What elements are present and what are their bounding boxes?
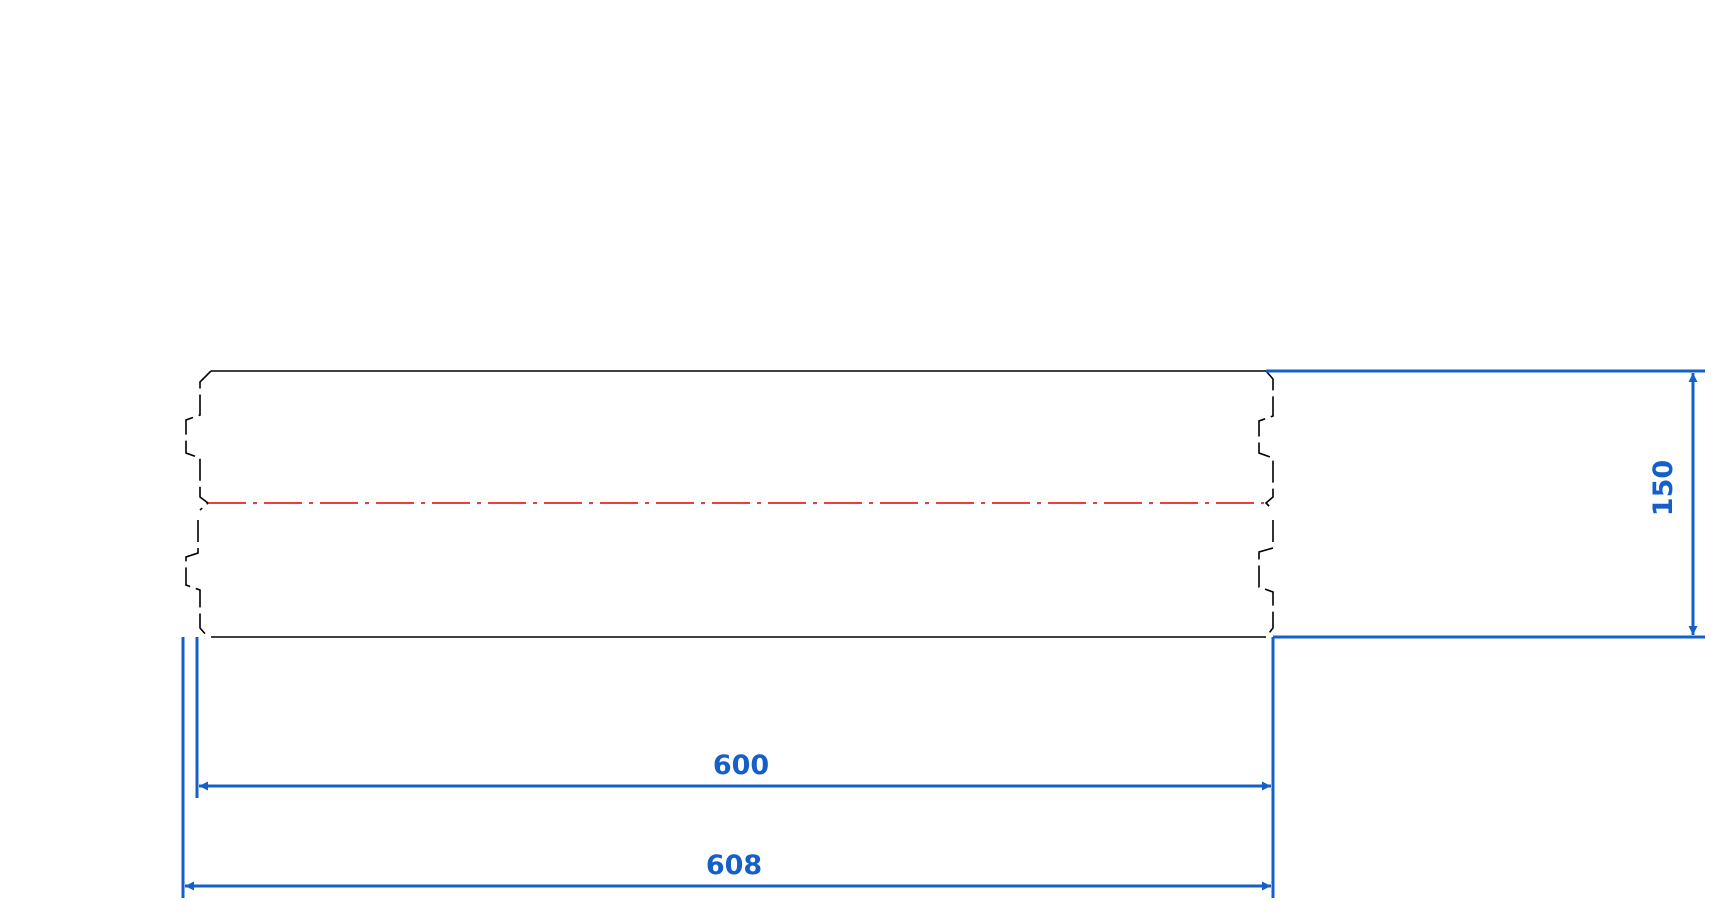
panel-left-profile-upper [185, 370, 212, 511]
panel-right-profile-upper [1258, 370, 1274, 511]
width-dimensions [181, 637, 1275, 898]
overall-width-dimension-label: 608 [706, 850, 762, 881]
height-dimension [1266, 369, 1705, 639]
panel-right-profile-lower [1258, 520, 1274, 638]
height-dimension-label: 150 [1648, 460, 1679, 516]
panel-left-profile-lower [185, 520, 209, 638]
panel-outline [185, 370, 1274, 638]
inner-width-dimension-label: 600 [713, 750, 769, 781]
